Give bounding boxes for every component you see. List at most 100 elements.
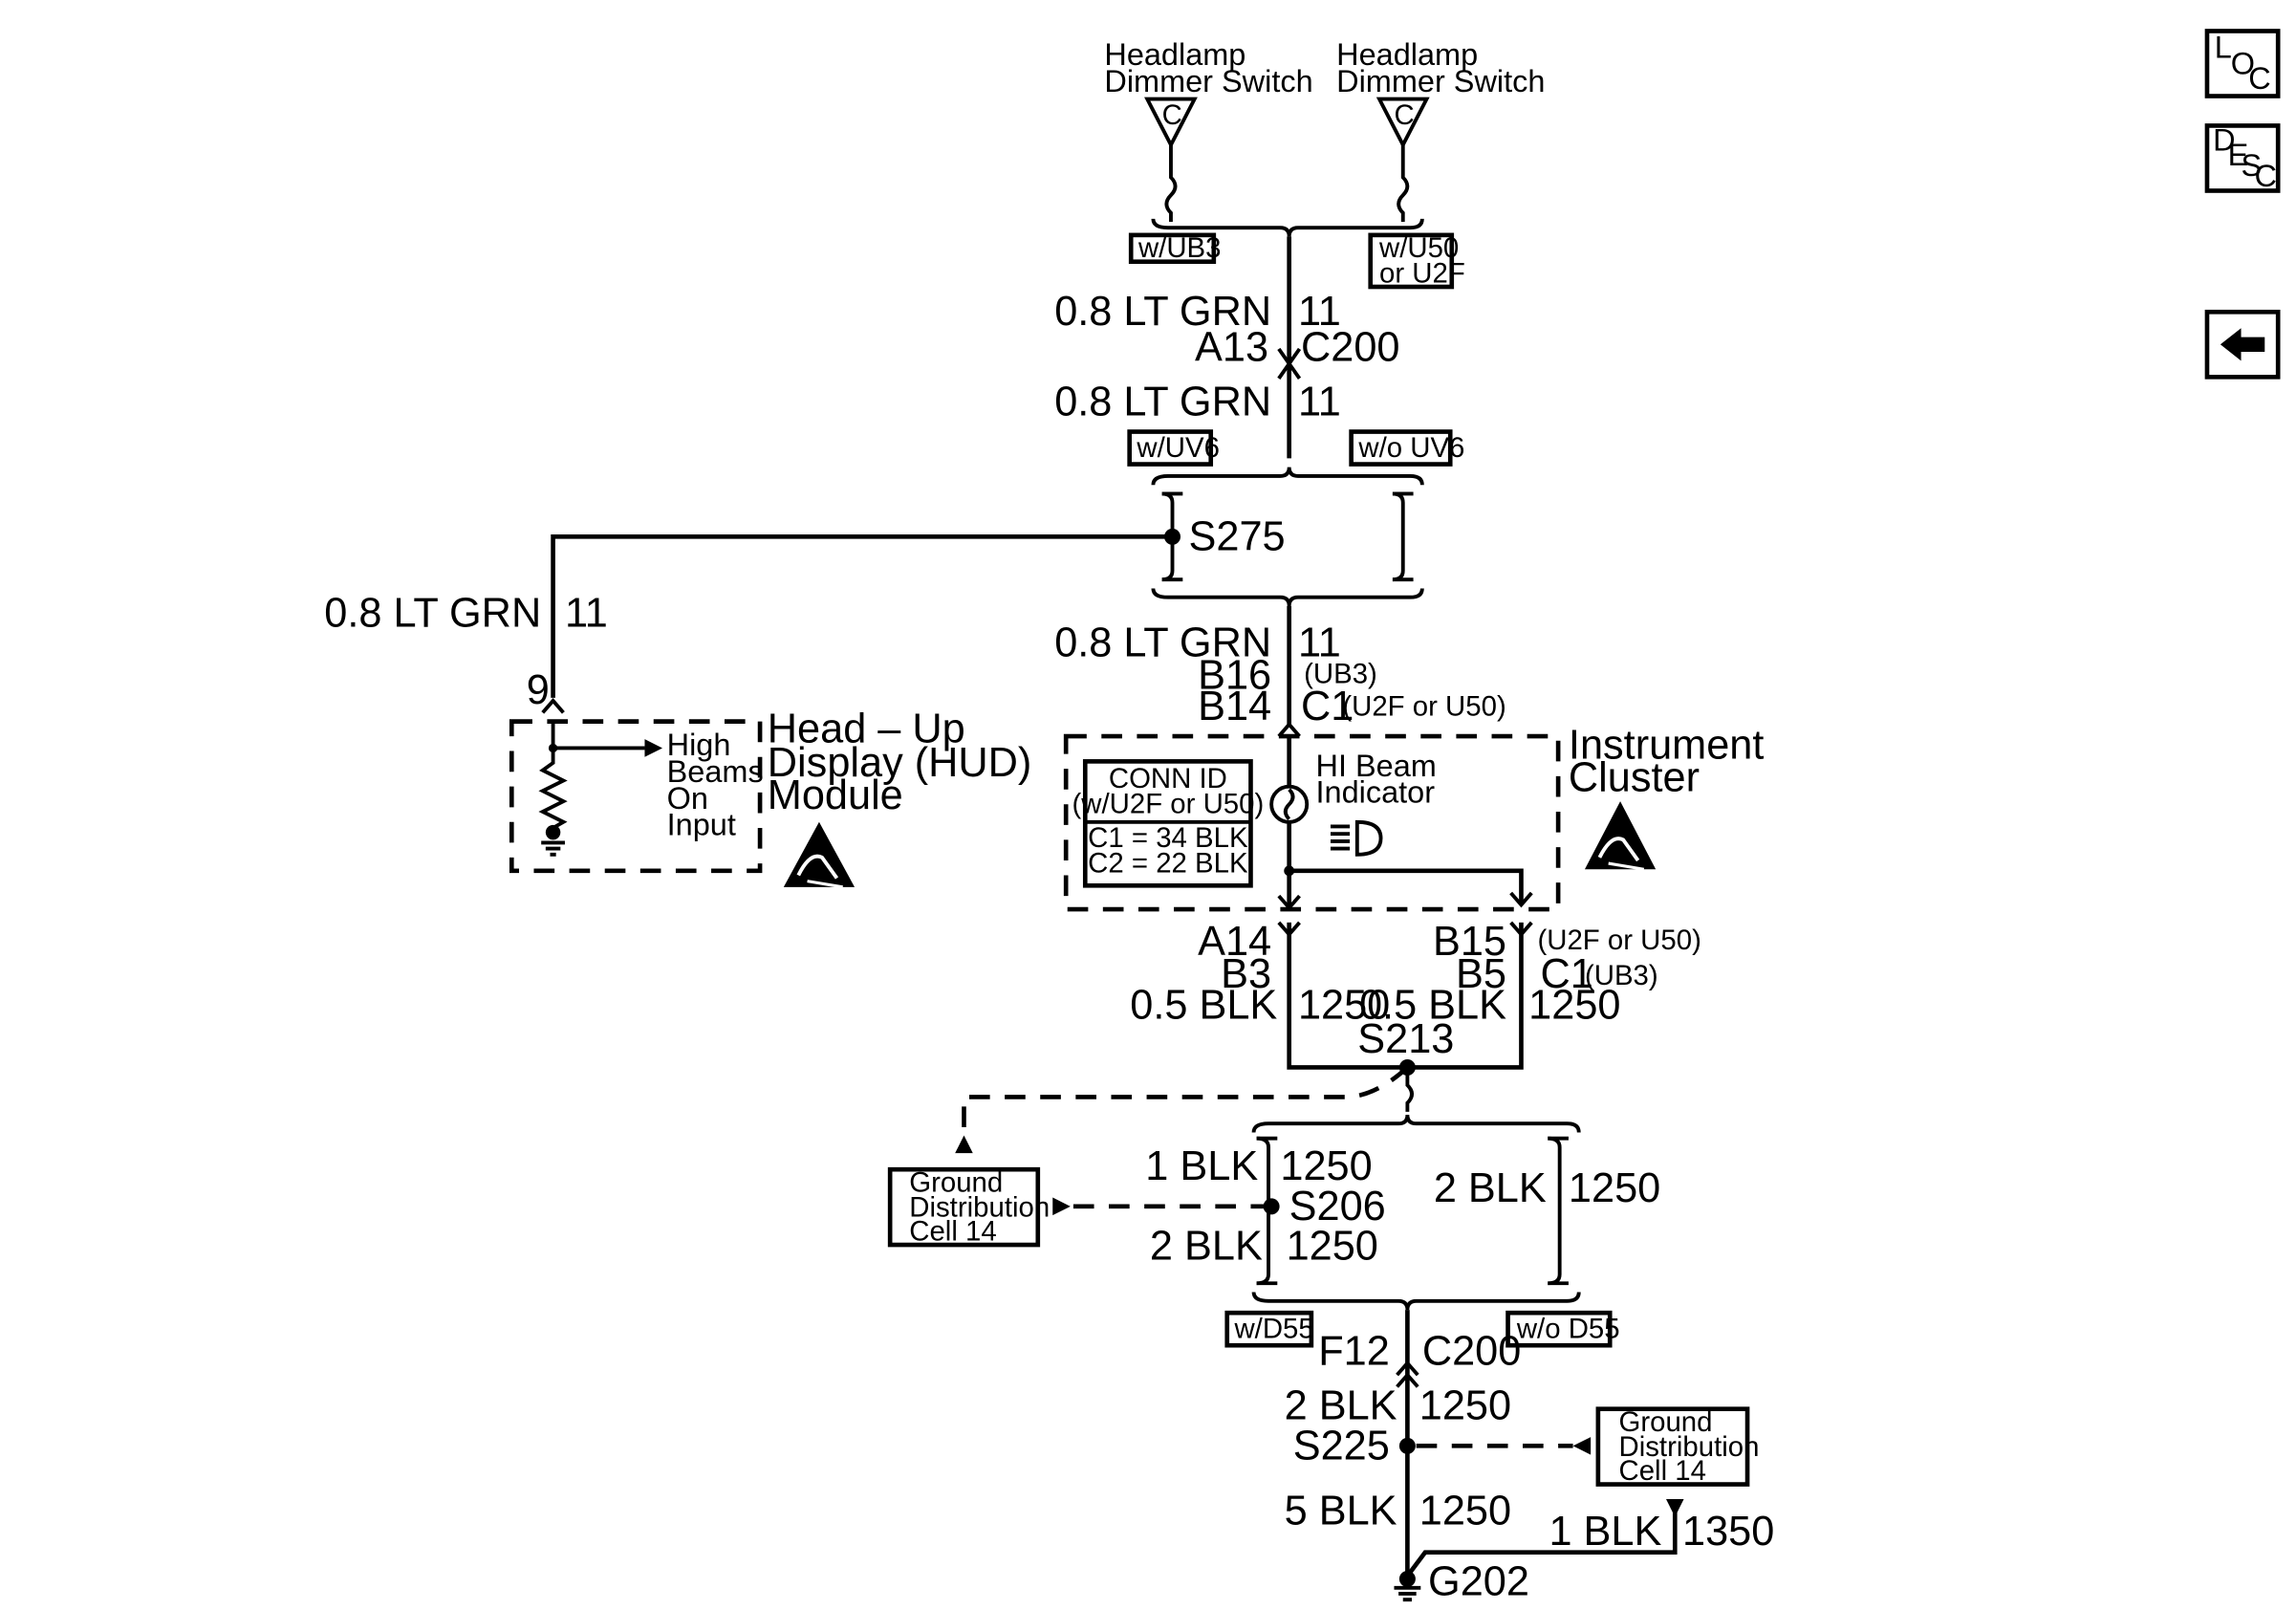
desc-glyph-e: E	[2228, 138, 2249, 172]
ground-icon	[1394, 1585, 1421, 1602]
arrow-left-icon	[1052, 1197, 1071, 1216]
bulb-filament	[1283, 788, 1295, 821]
option-ub3-b: (UB3)	[1585, 960, 1658, 991]
option-box-wo-uv6	[1349, 429, 1453, 467]
wire-circuit-2blk-r: 1250	[1569, 1165, 1660, 1211]
ground-icon	[541, 840, 565, 857]
wire-circuit-2blk-b: 1250	[1419, 1383, 1511, 1429]
switch-right-label-2: Dimmer Switch	[1336, 64, 1545, 98]
splice-s275: S275	[1189, 513, 1286, 559]
pin-chevron	[1509, 891, 1533, 908]
wire-cluster-ground	[1289, 868, 1524, 905]
wire-circuit-blk-left: 1250	[1298, 982, 1390, 1028]
option-label-or-u2f: or U2F	[1379, 257, 1465, 289]
ground-dist-left-2: Distribution	[909, 1192, 1050, 1224]
hi-beam-label-1: HI Beam	[1316, 749, 1437, 783]
splice-s206: S206	[1289, 1184, 1386, 1229]
resistor-symbol	[538, 748, 568, 838]
loc-button[interactable]: L O C	[2204, 29, 2281, 98]
ground-g202-dot	[1398, 1571, 1416, 1588]
connector-c-symbol	[1144, 97, 1198, 149]
hud-title-1: Head – Up	[768, 706, 965, 751]
hi-beam-label-2: Indicator	[1316, 775, 1436, 810]
pin-chevron	[1277, 721, 1301, 738]
connector-c-symbol	[1375, 97, 1430, 149]
wire-circuit-top1: 11	[1298, 289, 1341, 335]
connector-b3: B3	[1221, 951, 1271, 997]
wire-label-hud: 0.8 LT GRN	[324, 591, 541, 637]
cluster-title-2: Cluster	[1569, 754, 1700, 800]
wire-label-blk-left: 0.5 BLK	[1130, 982, 1277, 1028]
connector-c200-b: C200	[1422, 1328, 1521, 1374]
switch-left-label-1: Headlamp	[1104, 37, 1245, 72]
hud-title-3: Module	[768, 772, 903, 818]
arrow-left-icon	[1572, 1437, 1592, 1455]
splice-s225: S225	[1293, 1423, 1390, 1469]
arrow-up-icon	[955, 1135, 973, 1154]
option-box-w-uv6	[1127, 429, 1214, 467]
dimmer-switch-right: Headlamp Dimmer Switch C	[1336, 37, 1545, 222]
wire-label-top2: 0.8 LT GRN	[1054, 380, 1271, 425]
esd-warning-icon	[783, 821, 856, 889]
wire-label-1blk-b: 1 BLK	[1549, 1509, 1661, 1555]
wire-circuit-1blk-b: 1350	[1682, 1509, 1774, 1555]
switch-right-pin: C	[1394, 99, 1414, 131]
switch-right-label-1: Headlamp	[1336, 37, 1478, 72]
wire-break	[1397, 144, 1410, 222]
connector-c200: C200	[1301, 324, 1399, 370]
wire-break	[1164, 144, 1178, 222]
wire-circuit-2blk-a: 1250	[1287, 1224, 1378, 1270]
wire-hud-feed	[551, 534, 1173, 698]
conn-id-c2: C2 = 22 BLK	[1088, 847, 1248, 879]
option-bracket	[1251, 1292, 1581, 1311]
wire-label-2blk-b: 2 BLK	[1285, 1383, 1397, 1429]
option-box-w-ub3	[1128, 232, 1217, 265]
ground-dist-left-3: Cell 14	[909, 1215, 996, 1247]
connector-b15: B15	[1433, 919, 1506, 965]
splice-s213: S213	[1357, 1016, 1454, 1062]
wire-label-5blk: 5 BLK	[1285, 1488, 1397, 1534]
option-ub3-a: (UB3)	[1304, 658, 1377, 689]
wire-circuit-hud: 11	[565, 591, 608, 637]
option-label-w-u50: w/U50	[1378, 232, 1459, 264]
option-box-w-d55	[1224, 1310, 1314, 1348]
wire-label-1blk: 1 BLK	[1145, 1143, 1258, 1189]
wire-label-2blk-a: 2 BLK	[1150, 1224, 1263, 1270]
option-label-w-ub3: w/UB3	[1137, 232, 1222, 264]
hud-title-2: Display (HUD)	[768, 740, 1032, 786]
option-box-w-u50	[1368, 232, 1455, 290]
hud-input-label-2: Beams	[667, 754, 764, 789]
ground-dist-right-3: Cell 14	[1619, 1455, 1706, 1487]
cluster-title-1: Instrument	[1569, 722, 1764, 768]
back-button[interactable]	[2204, 309, 2281, 380]
hud-input-label-4: Input	[667, 808, 736, 842]
esd-warning-icon	[1584, 801, 1657, 871]
ground-dist-box-right[interactable]	[1595, 1406, 1750, 1487]
ground-dist-left-1: Ground	[909, 1166, 1003, 1198]
ground-g202: G202	[1428, 1559, 1529, 1605]
connector-a14: A14	[1198, 919, 1271, 965]
conn-id-option: (w/U2F or U50)	[1072, 789, 1264, 820]
instrument-cluster-boundary	[1063, 733, 1561, 912]
wire-circuit-5blk: 1250	[1419, 1488, 1511, 1534]
desc-button[interactable]: D E S C	[2204, 123, 2281, 193]
wire-circuit-top3: 11	[1298, 620, 1341, 666]
pin-chevron	[541, 698, 565, 714]
conn-id-title: CONN ID	[1109, 763, 1227, 794]
splice-s225-dot	[1398, 1437, 1416, 1454]
hud-input-label-3: On	[667, 781, 708, 816]
wire-label-2blk-r: 2 BLK	[1434, 1165, 1547, 1211]
connector-b14: B14	[1198, 684, 1271, 729]
option-u2f-a: (U2F or U50)	[1342, 690, 1505, 722]
connector-b5: B5	[1456, 951, 1506, 997]
option-u2f-b: (U2F or U50)	[1537, 925, 1700, 956]
hud-module-boundary	[509, 719, 763, 874]
switch-left-label-2: Dimmer Switch	[1104, 64, 1312, 98]
option-box-wo-d55	[1505, 1310, 1613, 1348]
wire-circuit-1blk: 1250	[1280, 1143, 1372, 1189]
wire-1blk-1350	[1405, 1508, 1678, 1577]
option-label-wo-d55: w/o D55	[1516, 1313, 1620, 1344]
dimmer-switch-left: Headlamp Dimmer Switch C	[1104, 37, 1313, 222]
ground-dist-box-left[interactable]	[887, 1166, 1041, 1248]
